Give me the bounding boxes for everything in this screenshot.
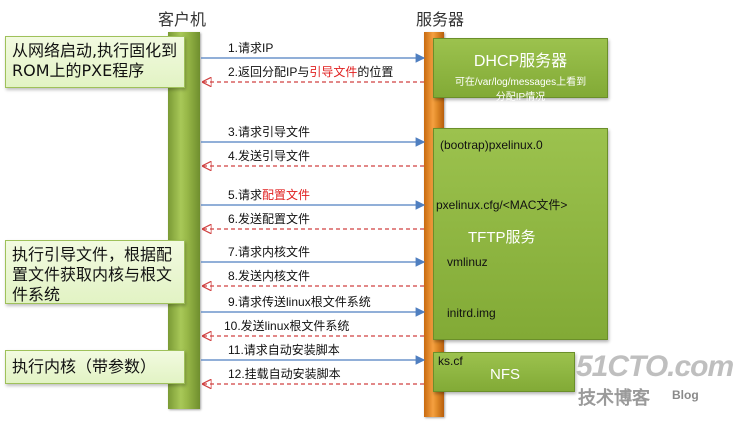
dhcp-title: DHCP服务器 <box>473 53 568 70</box>
step-text: 9.请求传送linux根文件系统 <box>228 295 371 309</box>
note-exec-kernel: 执行内核（带参数） <box>5 350 185 384</box>
nfs-ks-file: ks.cf <box>438 354 463 368</box>
step-label-2: 2.返回分配IP与引导文件的位置 <box>228 63 393 80</box>
step-label-9: 9.请求传送linux根文件系统 <box>228 293 371 310</box>
step-label-1: 1.请求IP <box>228 39 273 56</box>
step-text: 2.返回分配IP与 <box>228 65 310 79</box>
step-label-7: 7.请求内核文件 <box>228 243 310 260</box>
step-text: 5.请求 <box>228 188 263 202</box>
watermark-blog-cn: 技术博客 <box>578 388 650 408</box>
step-highlight: 引导文件 <box>309 65 358 79</box>
step-text: 1.请求IP <box>228 41 274 55</box>
tftp-bootrap-file: (bootrap)pxelinux.0 <box>440 138 543 152</box>
step-label-10: 10.发送linux根文件系统 <box>224 317 349 334</box>
step-label-5: 5.请求配置文件 <box>228 186 310 203</box>
step-text: 4.发送引导文件 <box>228 149 311 163</box>
step-text-tail: 的位置 <box>357 65 394 79</box>
step-label-4: 4.发送引导文件 <box>228 147 310 164</box>
step-text: 3.请求引导文件 <box>228 125 311 139</box>
step-text: 7.请求内核文件 <box>228 245 311 259</box>
note-exec-bootfile: 执行引导文件，根据配置文件获取内核与根文件系统 <box>5 240 185 304</box>
step-text: 8.发送内核文件 <box>228 269 311 283</box>
dhcp-note-line1: 可在/var/log/messages上看到 <box>454 77 587 88</box>
client-lifeline <box>168 32 200 409</box>
step-text: 11.请求自动安装脚本 <box>228 343 340 357</box>
message-arrows <box>201 53 426 425</box>
step-label-6: 6.发送配置文件 <box>228 210 310 227</box>
tftp-server-box <box>433 128 608 340</box>
step-text: 6.发送配置文件 <box>228 212 311 226</box>
tftp-title: TFTP服务 <box>468 229 536 246</box>
step-label-12: 12.挂载自动安装脚本 <box>228 365 341 382</box>
tftp-config-file: pxelinux.cfg/<MAC文件> <box>436 198 568 212</box>
step-highlight: 配置文件 <box>262 188 311 202</box>
nfs-title: NFS <box>490 366 520 383</box>
step-label-11: 11.请求自动安装脚本 <box>228 341 340 358</box>
dhcp-server-box: DHCP服务器 可在/var/log/messages上看到 分配IP情况 <box>433 38 608 103</box>
step-label-3: 3.请求引导文件 <box>228 123 310 140</box>
tftp-initrd-file: initrd.img <box>447 306 496 320</box>
step-text: 10.发送linux根文件系统 <box>224 319 350 333</box>
client-header: 客户机 <box>158 12 207 29</box>
note-network-boot: 从网络启动,执行固化到ROM上的PXE程序 <box>5 36 185 88</box>
dhcp-note-line2: 分配IP情况 <box>495 92 546 103</box>
server-header: 服务器 <box>416 12 465 29</box>
step-text: 12.挂载自动安装脚本 <box>228 367 341 381</box>
tftp-vmlinuz-file: vmlinuz <box>447 255 488 269</box>
step-label-8: 8.发送内核文件 <box>228 267 310 284</box>
nfs-server-box <box>433 352 575 392</box>
watermark-site: 51CTO.com <box>576 350 733 383</box>
watermark-blog-tag: Blog <box>672 388 699 402</box>
